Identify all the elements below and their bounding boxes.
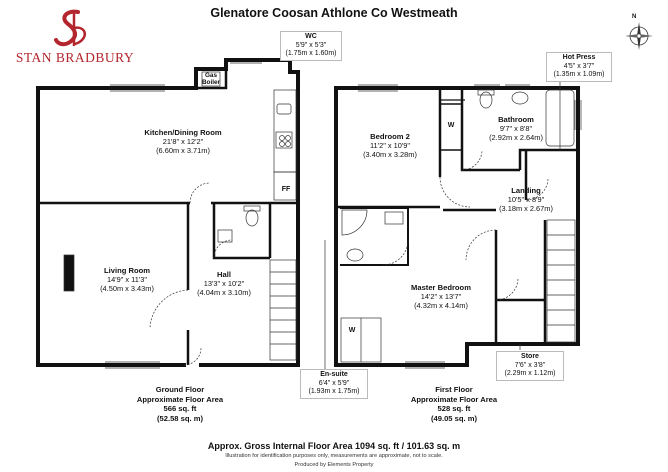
room-label-en-suite: En-suite 6'4" x 5'9" (1.93m x 1.75m) [300, 369, 368, 399]
room-label-landing: Landing 10'5" x 8'9" (3.18m x 2.67m) [499, 186, 553, 213]
room-label-master-bedroom: Master Bedroom 14'2" x 13'7" (4.32m x 4.… [411, 283, 471, 310]
room-label-wardrobe-1: W [447, 122, 455, 129]
room-label-gas-boiler: Gas Boiler [201, 72, 221, 86]
logo-brand-text: STAN BRADBURY [15, 50, 135, 65]
first-floor-caption: First Floor Approximate Floor Area 528 s… [410, 385, 498, 423]
room-label-store: Store 7'6" x 3'8" (2.29m x 1.12m) [496, 351, 564, 381]
room-label-bathroom: Bathroom 9'7" x 8'8" (2.92m x 2.64m) [489, 115, 543, 142]
room-label-wc: WC 5'9" x 5'3" (1.75m x 1.60m) [280, 31, 342, 61]
compass-icon [625, 22, 653, 50]
ground-floor-caption: Ground Floor Approximate Floor Area 566 … [136, 385, 224, 423]
room-label-living-room: Living Room 14'9" x 11'3" (4.50m x 3.43m… [100, 266, 154, 293]
room-label-ff: FF [281, 186, 291, 193]
page-title: Glenatore Coosan Athlone Co Westmeath [210, 6, 458, 20]
room-label-kitchen: Kitchen/Dining Room 21'8" x 12'2" (6.60m… [144, 128, 222, 155]
logo-monogram-icon [54, 9, 86, 47]
disclaimer-text: Illustration for identification purposes… [225, 453, 443, 459]
room-label-wardrobe-2: W [348, 327, 356, 334]
gross-floor-area: Approx. Gross Internal Floor Area 1094 s… [207, 441, 461, 451]
room-label-hot-press: Hot Press 4'5" x 3'7" (1.35m x 1.09m) [546, 52, 612, 82]
room-label-bedroom-2: Bedroom 2 11'2" x 10'9" (3.40m x 3.28m) [363, 132, 417, 159]
producer-credit: Produced by Elements Property [294, 462, 374, 468]
compass-north-label: N [632, 14, 637, 20]
room-label-hall: Hall 13'3" x 10'2" (4.04m x 3.10m) [197, 270, 251, 297]
